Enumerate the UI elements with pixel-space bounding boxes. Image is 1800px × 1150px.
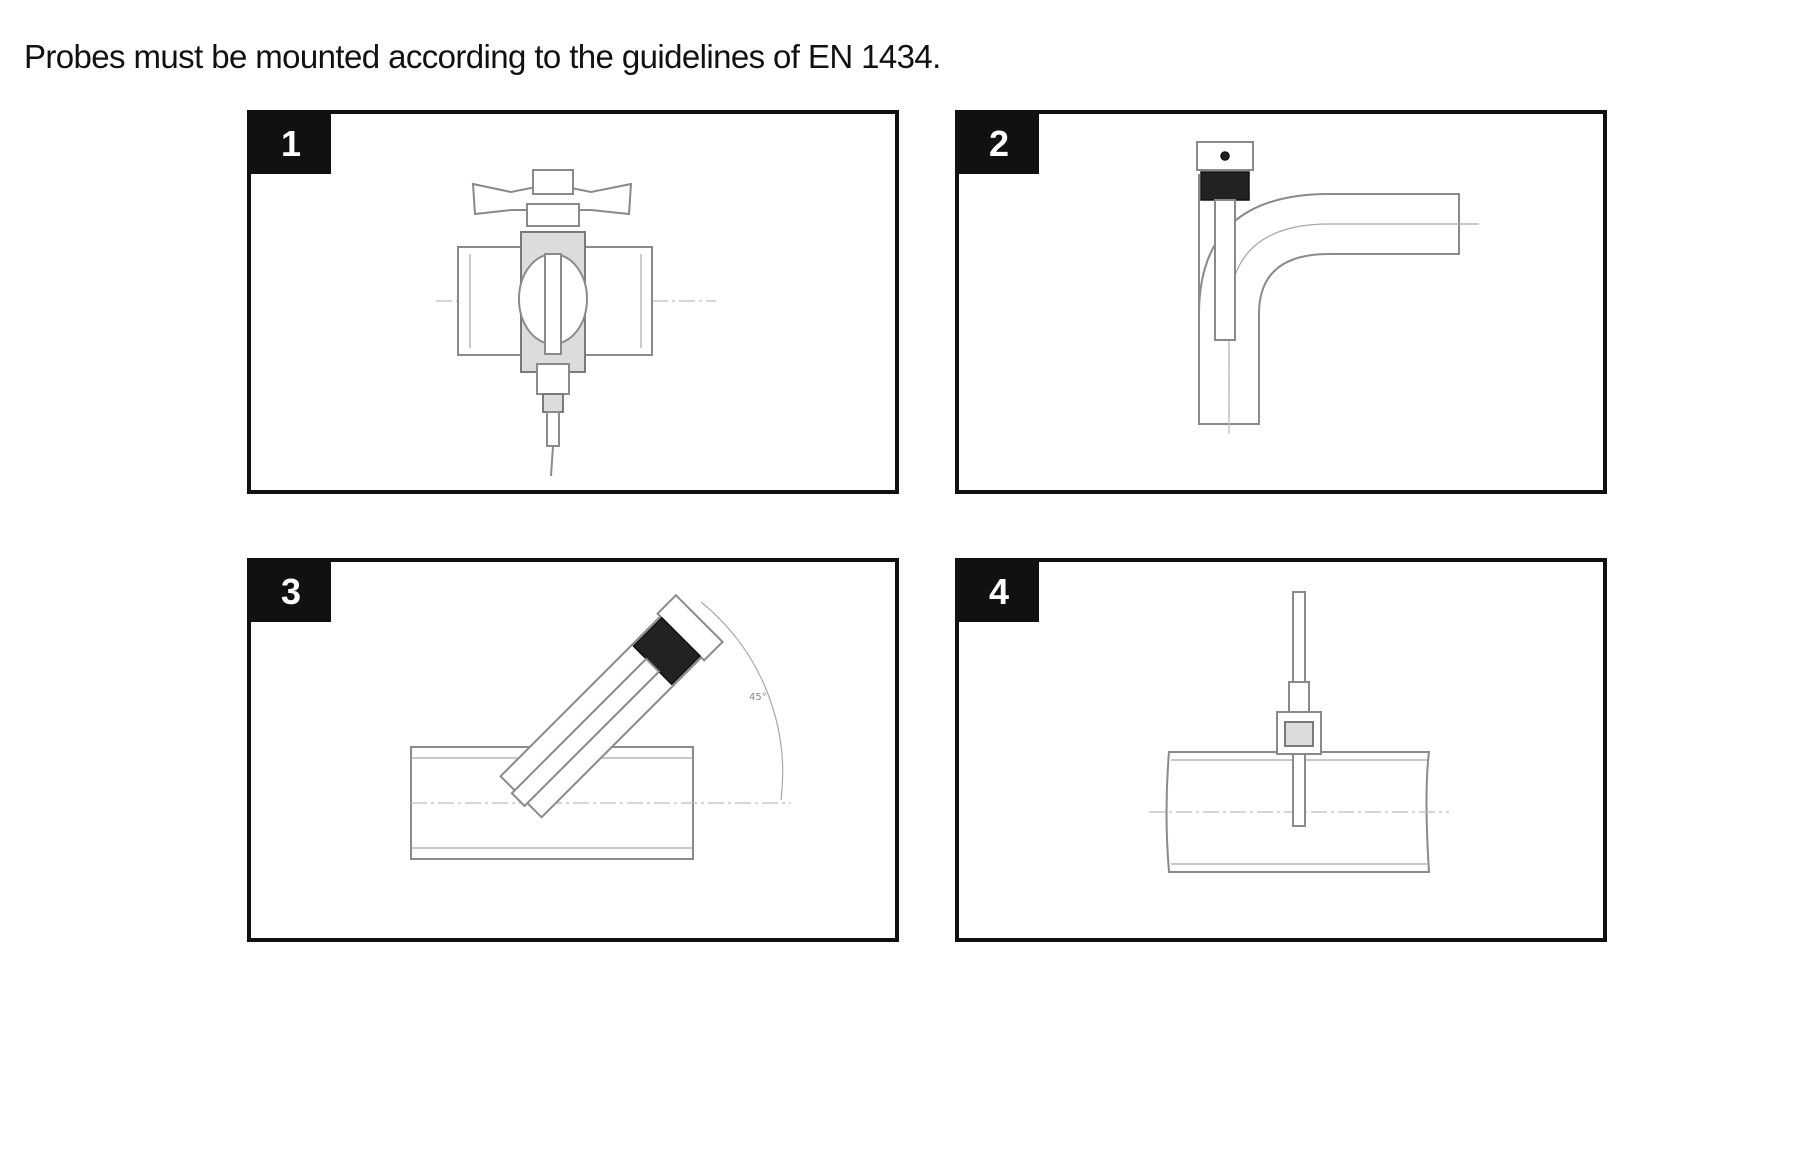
angled-45-degree-probe-icon: 45° (410, 593, 791, 860)
mounting-panel-1: 1 (247, 110, 899, 494)
panel-number-badge: 1 (251, 114, 331, 174)
tee-pipe-probe-icon (1149, 591, 1449, 873)
ball-valve-probe-icon (436, 169, 716, 477)
mounting-panel-3: 3 45° (247, 558, 899, 942)
mounting-panel-4: 4 (955, 558, 1607, 942)
panel-number-badge: 2 (959, 114, 1039, 174)
intro-text: Probes must be mounted according to the … (24, 38, 941, 75)
panel-number-badge: 3 (251, 562, 331, 622)
mounting-panel-2: 2 (955, 110, 1607, 494)
elbow-pipe-probe-icon (1196, 141, 1479, 434)
angle-label: 45° (749, 692, 767, 703)
panel-number-badge: 4 (959, 562, 1039, 622)
